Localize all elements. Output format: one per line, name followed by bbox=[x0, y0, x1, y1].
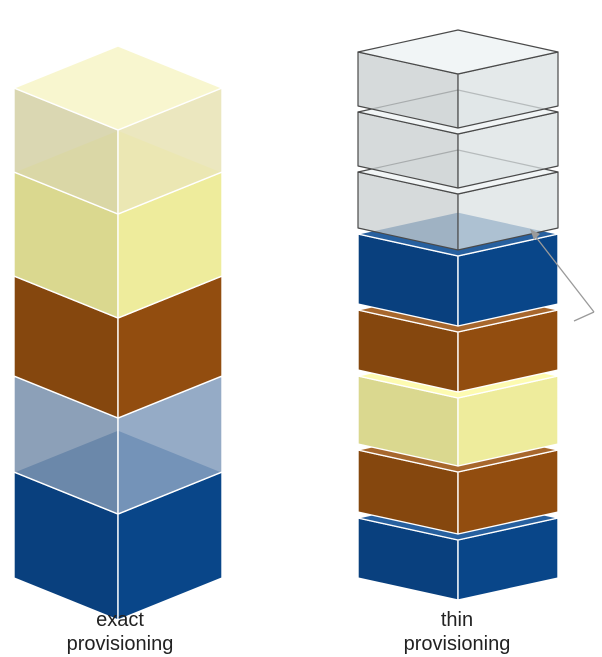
yellow-block-faded bbox=[13, 45, 223, 215]
thin-provisioning-caption: thin provisioning bbox=[347, 608, 567, 656]
caption-line: exact bbox=[96, 609, 144, 631]
exact-provisioning-caption: exact provisioning bbox=[10, 608, 230, 656]
caption-line: thin bbox=[440, 609, 474, 631]
exact-provisioning-stack bbox=[13, 45, 223, 621]
pointer-arrow bbox=[530, 229, 595, 322]
caption-line: provisioning bbox=[66, 633, 174, 655]
block-top-face bbox=[357, 29, 559, 75]
block-top-face bbox=[13, 45, 223, 131]
caption-line: provisioning bbox=[403, 633, 511, 655]
thin-provisioning-stack bbox=[357, 29, 559, 601]
empty-block bbox=[357, 29, 559, 129]
